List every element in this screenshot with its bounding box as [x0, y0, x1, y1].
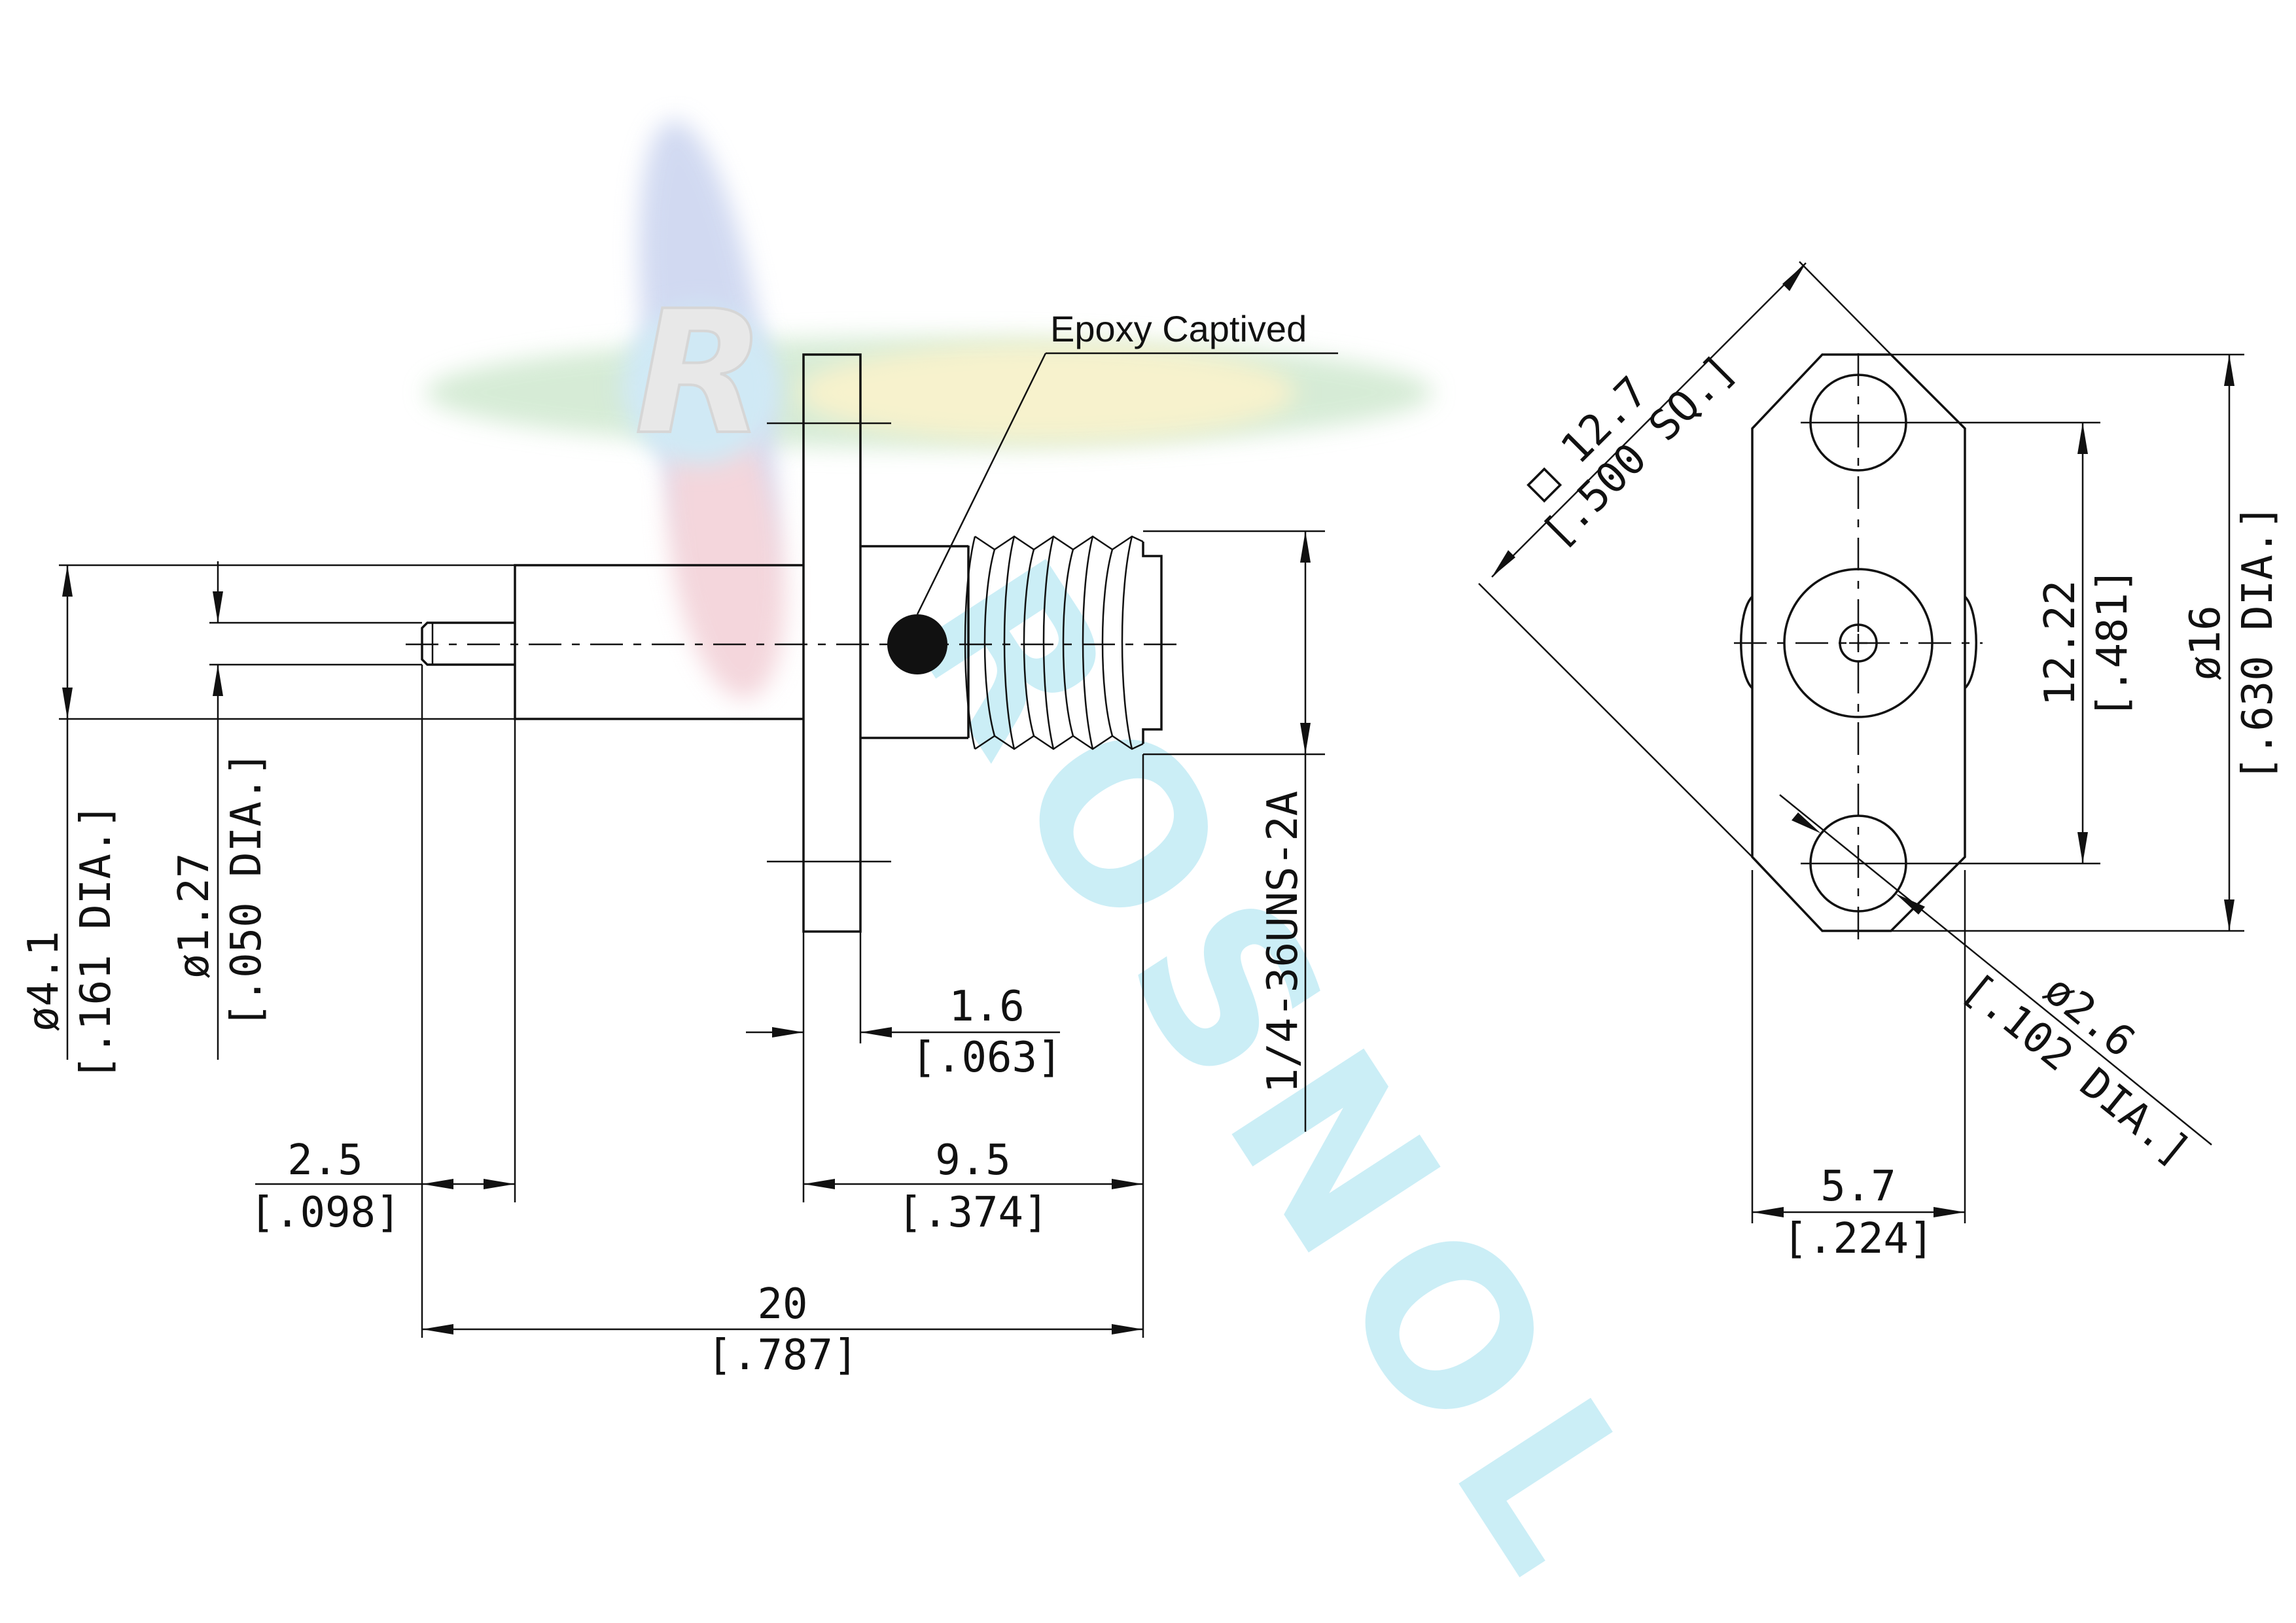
dim-pin-length-metric: 2.5	[287, 1136, 363, 1185]
dim-dia-pin-imperial: [.050 DIA.]	[222, 751, 271, 1028]
watermark-logo-letter: R	[635, 275, 766, 472]
dim-flange-dia-metric: ø16	[2181, 605, 2230, 681]
dim-dia-outer: ø4.1 [.161 DIA.]	[20, 565, 120, 1081]
epoxy-callout: Epoxy Captived	[1050, 308, 1307, 349]
dim-width-metric: 5.7	[1820, 1162, 1896, 1211]
dim-dia-outer-metric: ø4.1	[20, 931, 68, 1032]
side-view: Epoxy Captived ø4.1 [.161 DIA.] ø1.27 [.	[20, 308, 1338, 1380]
watermark-logo: R	[425, 120, 1433, 699]
dim-width: 5.7 [.224]	[1752, 1162, 1965, 1263]
thread	[964, 535, 1163, 750]
dim-pin-length-imperial: [.098]	[249, 1189, 400, 1237]
dim-flange-dia: ø16 [.630 DIA.]	[2181, 355, 2282, 931]
dim-dia-pin: ø1.27 [.050 DIA.]	[170, 561, 271, 1060]
dim-thread-spec: 1/4-36UNS-2A	[1259, 531, 1311, 1132]
dim-dia-outer-imperial: [.161 DIA.]	[72, 803, 120, 1081]
dim-hole-spacing-metric: 12.22	[2036, 580, 2085, 707]
dim-dia-pin-metric: ø1.27	[170, 853, 219, 979]
dim-flange-dia-imperial: [.630 DIA.]	[2234, 504, 2282, 782]
dim-flange-metric: 1.6	[949, 983, 1025, 1031]
dim-thread-spec-label: 1/4-36UNS-2A	[1259, 791, 1307, 1093]
dim-thread-length: 9.5 [.374]	[804, 1136, 1143, 1237]
dim-hole-spacing-imperial: [.481]	[2089, 567, 2137, 718]
dim-pin-length: 2.5 [.098]	[249, 1136, 515, 1237]
dim-overall-metric: 20	[757, 1280, 807, 1329]
dim-width-imperial: [.224]	[1782, 1215, 1934, 1263]
front-view: □ 12.7 [.500 SQ.] 12.22 [.481] ø16 [.630…	[1478, 261, 2282, 1263]
dim-flange: 1.6 [.063]	[746, 983, 1063, 1082]
epoxy-dot	[887, 614, 947, 674]
dim-hole-spacing: 12.22 [.481]	[2036, 423, 2137, 864]
dim-thread-length-imperial: [.374]	[897, 1189, 1048, 1237]
dim-overall: 20 [.787]	[422, 1280, 1143, 1380]
dim-thread-length-metric: 9.5	[935, 1136, 1011, 1185]
dim-square: □ 12.7 [.500 SQ.]	[1478, 261, 1892, 858]
dim-hole-dia: ø2.6 [.102 DIA.]	[1779, 794, 2212, 1176]
dim-overall-imperial: [.787]	[707, 1331, 858, 1380]
dim-flange-imperial: [.063]	[911, 1034, 1062, 1082]
